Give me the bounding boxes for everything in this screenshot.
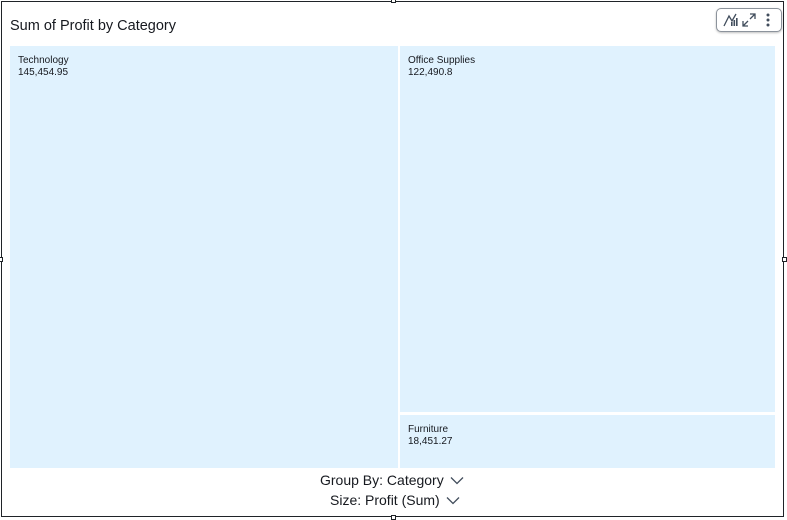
group-by-dropdown[interactable]: Group By: Category [320, 472, 464, 488]
tile-value: 145,454.95 [18, 67, 69, 78]
tile-value: 18,451.27 [408, 436, 453, 447]
treemap-tile-furniture[interactable]: Furniture 18,451.27 [400, 415, 775, 468]
tile-label: Technology [18, 55, 69, 66]
visual-title: Sum of Profit by Category [10, 18, 177, 34]
tile-label: Office Supplies [408, 55, 476, 66]
treemap-tile-office-supplies[interactable]: Office Supplies 122,490.8 [400, 46, 775, 412]
tile-label: Furniture [408, 424, 449, 435]
resize-handle-top[interactable] [391, 0, 396, 3]
tile-value: 122,490.8 [408, 67, 453, 78]
visual-toolbar [716, 8, 782, 32]
resize-handle-left[interactable] [0, 257, 3, 262]
more-options-icon[interactable] [759, 11, 777, 29]
size-dropdown[interactable]: Size: Profit (Sum) [330, 492, 460, 508]
group-by-label: Group By: Category [320, 472, 444, 488]
expand-icon[interactable] [740, 11, 758, 29]
resize-handle-bottom[interactable] [391, 515, 396, 520]
resize-handle-right[interactable] [782, 257, 787, 262]
chart-insight-icon[interactable] [721, 11, 739, 29]
treemap-tile-technology[interactable]: Technology 145,454.95 [10, 46, 398, 468]
size-label: Size: Profit (Sum) [330, 492, 440, 508]
chevron-down-icon [446, 492, 460, 508]
chevron-down-icon [450, 472, 464, 488]
